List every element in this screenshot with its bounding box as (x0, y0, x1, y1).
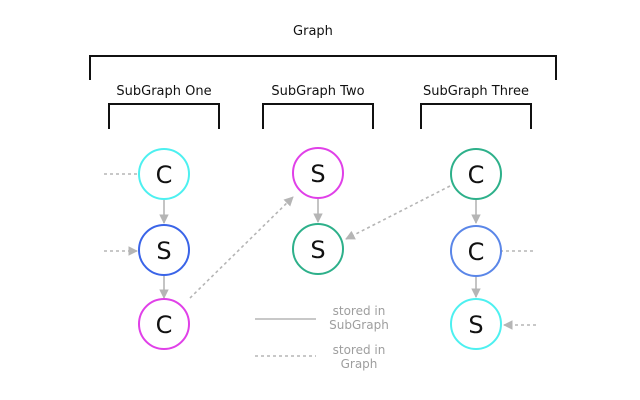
node-one-c1: C (138, 148, 190, 200)
subgraph-three-label: SubGraph Three (423, 84, 529, 99)
node-one-s-label: S (156, 237, 171, 265)
node-three-s-circle (450, 298, 502, 350)
node-two-s1: S (292, 147, 344, 199)
node-two-s2-circle (292, 223, 344, 275)
node-three-s-label: S (468, 311, 483, 339)
cross-edge-one-c2-to-two-s1 (189, 196, 294, 299)
node-one-c2-circle (138, 298, 190, 350)
node-three-c2-circle (450, 225, 502, 277)
node-three-c2-label: C (468, 238, 485, 266)
node-one-c2: C (138, 298, 190, 350)
legend-solid-label-line1: stored in (333, 304, 386, 318)
graph-title: Graph (293, 24, 333, 39)
node-one-c1-label: C (156, 161, 173, 189)
subgraph-two-label: SubGraph Two (271, 84, 364, 99)
node-two-s2-label: S (310, 236, 325, 264)
node-one-c2-label: C (156, 311, 173, 339)
node-three-s: S (450, 298, 502, 350)
subgraph-two-bracket (262, 103, 374, 129)
node-two-s2: S (292, 223, 344, 275)
legend: stored in SubGraph stored in Graph (255, 304, 389, 371)
node-one-s: S (138, 224, 190, 276)
legend-dashed-label-line1: stored in (333, 343, 386, 357)
node-two-s1-circle (292, 147, 344, 199)
subgraph-one-label: SubGraph One (116, 84, 211, 99)
node-three-c2: C (450, 225, 502, 277)
node-two-s1-label: S (310, 160, 325, 188)
legend-solid-label-line2: SubGraph (329, 318, 389, 332)
legend-dashed-label-line2: Graph (341, 357, 378, 371)
cross-edge-three-c1-to-two-s2 (345, 185, 451, 240)
node-three-c1: C (450, 148, 502, 200)
subgraph-three-bracket (420, 103, 532, 129)
node-one-c1-circle (138, 148, 190, 200)
subgraph-one-bracket (108, 103, 220, 129)
node-one-s-circle (138, 224, 190, 276)
graph-bracket (89, 55, 557, 80)
node-three-c1-label: C (468, 161, 485, 189)
node-three-c1-circle (450, 148, 502, 200)
